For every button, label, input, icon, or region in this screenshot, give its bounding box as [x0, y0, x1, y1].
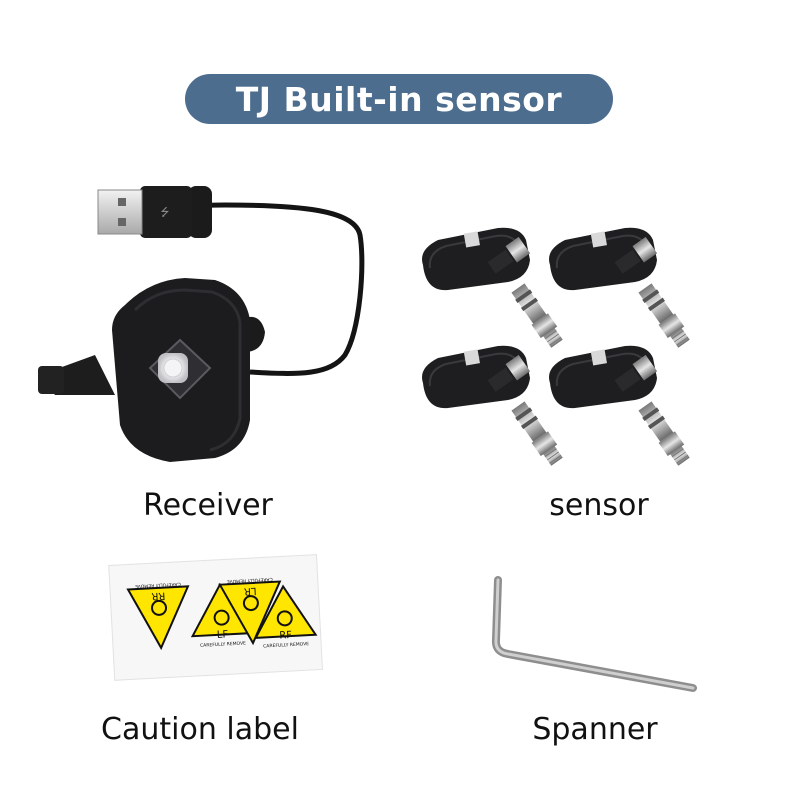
sensor-image — [421, 226, 694, 469]
spanner-image — [491, 576, 697, 692]
receiver-caption: Receiver — [143, 488, 273, 523]
tag-rf: RF — [279, 630, 293, 642]
tag-lf-sub: CAREFULLY REMOVE — [200, 640, 246, 648]
tag-lr: LR — [244, 585, 257, 597]
caution-label-caption: Caution label — [101, 712, 299, 747]
tag-lf: LF — [217, 629, 229, 641]
caution-label-image — [108, 554, 323, 681]
tag-rr: RR — [151, 590, 166, 602]
caution-label-text: RR LF LR RF CAREFULLY REMOVE CAREFULLY R… — [135, 576, 310, 650]
sensor-caption: sensor — [549, 488, 649, 523]
tag-rr-sub: CAREFULLY REMOVE — [135, 581, 181, 589]
tag-lr-sub: CAREFULLY REMOVE — [226, 576, 272, 584]
tag-rf-sub: CAREFULLY REMOVE — [263, 641, 309, 649]
spanner-caption: Spanner — [532, 712, 658, 747]
title-banner: TJ Built-in sensor — [185, 74, 613, 124]
svg-text:⭍: ⭍ — [160, 206, 169, 219]
receiver-image: ⭍ — [38, 186, 365, 462]
